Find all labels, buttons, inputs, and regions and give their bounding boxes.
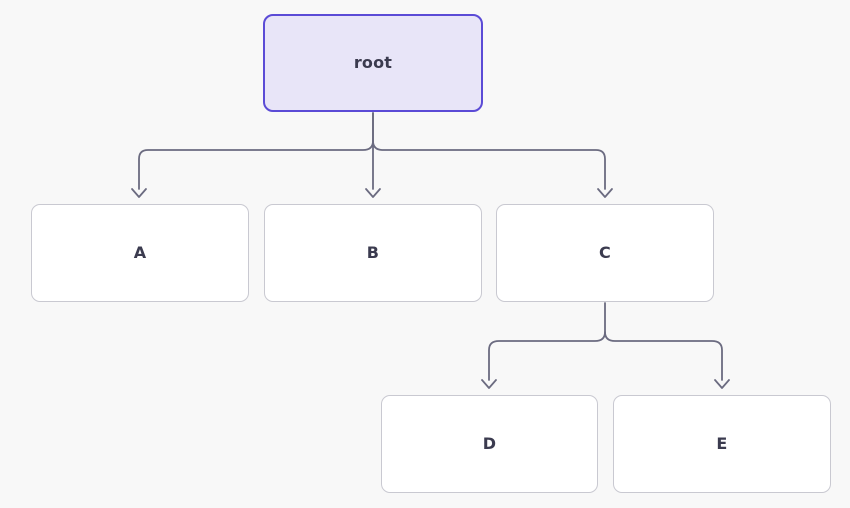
node-d[interactable]: D <box>381 395 598 493</box>
node-c-label: C <box>599 243 611 262</box>
node-e-label: E <box>716 434 728 453</box>
node-root-label: root <box>353 53 393 72</box>
node-e[interactable]: E <box>613 395 831 493</box>
edge-C-to-D <box>481 302 606 389</box>
node-b[interactable]: B <box>264 204 482 302</box>
node-d-label: D <box>482 434 497 453</box>
node-c[interactable]: C <box>496 204 714 302</box>
node-root[interactable]: root <box>263 14 483 112</box>
edge-root-to-B <box>365 112 381 198</box>
edge-C-to-E <box>604 331 730 389</box>
node-a[interactable]: A <box>31 204 249 302</box>
node-b-label: B <box>366 243 380 262</box>
edge-root-to-A <box>131 112 374 198</box>
edge-root-to-C <box>372 140 613 198</box>
node-a-label: A <box>133 243 147 262</box>
